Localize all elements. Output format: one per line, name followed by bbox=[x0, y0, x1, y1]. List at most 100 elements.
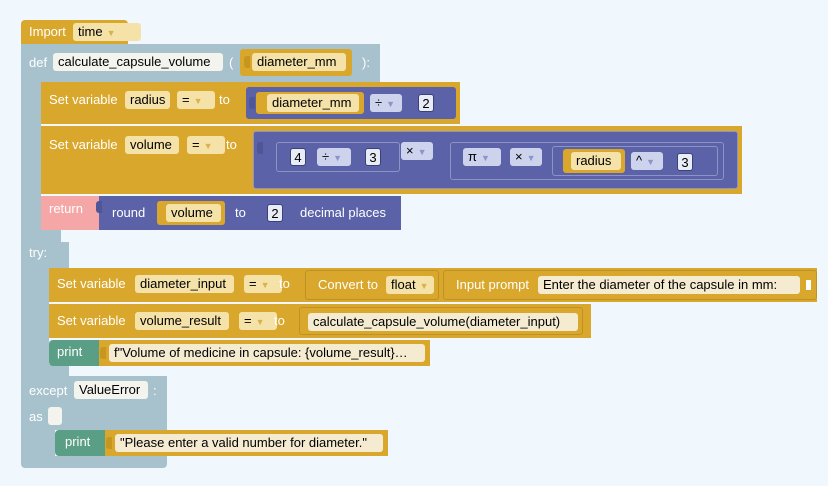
volume-outer-multiply[interactable]: 4 ÷▼ 3 ×▼ π▼ ×▼ radius ^ bbox=[253, 131, 738, 189]
chevron-down-icon: ▼ bbox=[526, 153, 536, 163]
chevron-down-icon: ▼ bbox=[333, 153, 343, 163]
convert-type-dropdown[interactable]: float▼ bbox=[386, 276, 434, 294]
round-suffix: decimal places bbox=[300, 205, 386, 220]
round-block[interactable]: round volume to 2 decimal places bbox=[96, 196, 401, 230]
except-block-bottom bbox=[21, 456, 167, 468]
chevron-down-icon: ▼ bbox=[417, 147, 427, 157]
mul2-dropdown[interactable]: ×▼ bbox=[510, 148, 542, 166]
set-radius-block[interactable]: Set variable radius =▼ to diameter_mm ÷▼… bbox=[41, 82, 460, 124]
def-close: ): bbox=[362, 55, 370, 70]
print-arg-block-2[interactable]: "Please enter a valid number for diamete… bbox=[105, 430, 388, 456]
print-block-1[interactable]: print bbox=[49, 340, 99, 366]
chevron-down-icon: ▼ bbox=[646, 157, 656, 167]
power-block[interactable]: radius ^▼ 3 bbox=[552, 146, 718, 176]
radius-to: to bbox=[219, 92, 230, 107]
print-keyword-1: print bbox=[57, 344, 83, 359]
radius-op-dropdown[interactable]: =▼ bbox=[177, 91, 215, 109]
chevron-down-icon: ▼ bbox=[203, 141, 213, 151]
diameter-op-dropdown[interactable]: =▼ bbox=[244, 275, 282, 293]
pi-dropdown[interactable]: π▼ bbox=[463, 148, 501, 166]
def-block-bottom bbox=[21, 230, 61, 242]
try-keyword: try: bbox=[29, 245, 48, 260]
input-prompt-text[interactable]: Enter the diameter of the capsule in mm: bbox=[538, 276, 800, 294]
set-radius-label: Set variable bbox=[49, 92, 118, 107]
set-volume-result-label: Set variable bbox=[57, 313, 126, 328]
round-digits[interactable]: 2 bbox=[267, 204, 283, 222]
fraction-div-dropdown[interactable]: ÷▼ bbox=[317, 148, 351, 166]
except-keyword: except bbox=[29, 383, 68, 398]
mul1-dropdown[interactable]: ×▼ bbox=[401, 142, 433, 160]
chevron-down-icon: ▼ bbox=[193, 96, 203, 106]
print-keyword-2: print bbox=[65, 434, 91, 449]
radius-ref-block[interactable]: radius bbox=[563, 149, 625, 173]
def-keyword: def bbox=[29, 55, 48, 70]
function-call-block[interactable]: calculate_capsule_volume(diameter_input) bbox=[299, 307, 583, 335]
chevron-down-icon: ▼ bbox=[255, 317, 265, 327]
volume-var-field[interactable]: volume bbox=[125, 136, 179, 154]
volume-result-op-dropdown[interactable]: =▼ bbox=[239, 312, 277, 330]
radius-var-field[interactable]: radius bbox=[125, 91, 170, 109]
denominator[interactable]: 3 bbox=[365, 148, 381, 166]
import-keyword: Import bbox=[29, 24, 66, 39]
radius-div-dropdown[interactable]: ÷▼ bbox=[370, 94, 402, 112]
as-name-field[interactable] bbox=[48, 407, 62, 425]
chevron-down-icon: ▼ bbox=[419, 281, 429, 291]
function-call-text[interactable]: calculate_capsule_volume(diameter_input) bbox=[308, 313, 578, 331]
except-block-spine bbox=[21, 428, 55, 458]
error-type-field[interactable]: ValueError bbox=[74, 381, 148, 399]
function-name-field[interactable]: calculate_capsule_volume bbox=[53, 53, 223, 71]
round-label: round bbox=[112, 205, 146, 220]
radius-divide-block[interactable]: diameter_mm ÷▼ 2 bbox=[246, 87, 456, 119]
chevron-down-icon: ▼ bbox=[386, 99, 396, 109]
set-volume-label: Set variable bbox=[49, 137, 118, 152]
convert-block[interactable]: Convert to float▼ bbox=[305, 270, 439, 300]
param-field[interactable]: diameter_mm bbox=[252, 53, 346, 71]
diameter-to: to bbox=[279, 276, 290, 291]
param-block[interactable]: diameter_mm bbox=[240, 49, 352, 76]
round-var-field[interactable]: volume bbox=[166, 204, 221, 222]
prompt-overflow-notch-icon bbox=[806, 280, 811, 290]
fraction-block[interactable]: 4 ÷▼ 3 bbox=[276, 142, 400, 172]
volume-result-to: to bbox=[274, 313, 285, 328]
param-notch bbox=[244, 56, 250, 68]
round-var-block[interactable]: volume bbox=[157, 201, 225, 225]
set-volume-block[interactable]: Set variable volume =▼ to 4 ÷▼ 3 ×▼ π▼ ×… bbox=[41, 126, 742, 194]
try-block-bottom bbox=[21, 364, 69, 376]
set-volume-result-block[interactable]: Set variable volume_result =▼ to calcula… bbox=[49, 304, 591, 338]
set-diameter-input-block[interactable]: Set variable diameter_input =▼ to Conver… bbox=[49, 268, 817, 302]
radius-param-field[interactable]: diameter_mm bbox=[267, 94, 359, 112]
try-block-spine bbox=[21, 268, 49, 366]
volume-op-dropdown[interactable]: =▼ bbox=[187, 136, 225, 154]
as-keyword: as bbox=[29, 409, 43, 424]
diameter-input-var-field[interactable]: diameter_input bbox=[135, 275, 234, 293]
print-block-2[interactable]: print bbox=[55, 430, 105, 456]
convert-label: Convert to bbox=[318, 277, 378, 292]
radius-ref-field[interactable]: radius bbox=[571, 152, 621, 170]
module-name: time bbox=[78, 24, 103, 39]
numerator[interactable]: 4 bbox=[290, 148, 306, 166]
set-diameter-label: Set variable bbox=[57, 276, 126, 291]
input-prompt-label: Input prompt bbox=[456, 277, 529, 292]
print-text-1[interactable]: f"Volume of medicine in capsule: {volume… bbox=[109, 344, 425, 362]
radius-param-block[interactable]: diameter_mm bbox=[256, 92, 364, 114]
return-block[interactable]: return bbox=[41, 196, 99, 230]
module-dropdown[interactable]: time▼ bbox=[73, 23, 141, 41]
print-text-2[interactable]: "Please enter a valid number for diamete… bbox=[115, 434, 383, 452]
return-keyword: return bbox=[49, 201, 83, 216]
chevron-down-icon: ▼ bbox=[260, 280, 270, 290]
volume-result-var-field[interactable]: volume_result bbox=[135, 312, 229, 330]
round-to: to bbox=[235, 205, 246, 220]
exponent[interactable]: 3 bbox=[677, 153, 693, 171]
import-block[interactable]: Import time▼ bbox=[21, 20, 141, 44]
pow-dropdown[interactable]: ^▼ bbox=[631, 152, 663, 170]
pi-multiply-block[interactable]: π▼ ×▼ radius ^▼ 3 bbox=[450, 142, 724, 180]
chevron-down-icon: ▼ bbox=[106, 28, 116, 38]
chevron-down-icon: ▼ bbox=[480, 153, 490, 163]
except-colon: : bbox=[153, 383, 157, 398]
open-paren: ( bbox=[229, 55, 234, 70]
try-block-top[interactable] bbox=[21, 242, 69, 268]
radius-divisor[interactable]: 2 bbox=[418, 94, 434, 112]
input-prompt-block[interactable]: Input prompt Enter the diameter of the c… bbox=[443, 270, 817, 300]
print-arg-block-1[interactable]: f"Volume of medicine in capsule: {volume… bbox=[99, 340, 430, 366]
volume-to: to bbox=[226, 137, 237, 152]
